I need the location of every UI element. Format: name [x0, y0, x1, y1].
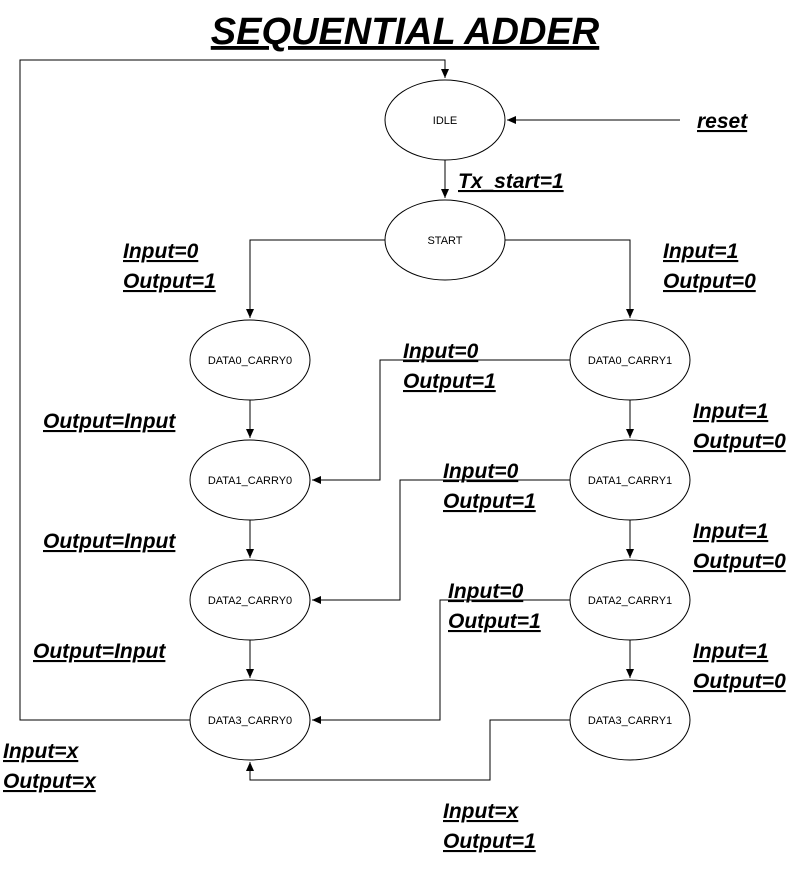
label-d2c1-to-d3c1-output: Output=0 — [693, 670, 786, 693]
state-idle: IDLE — [384, 79, 506, 161]
label-tx-start: Tx_start=1 — [458, 170, 564, 193]
state-data1-carry1: DATA1_CARRY1 — [569, 439, 691, 521]
state-start: START — [384, 199, 506, 281]
label-d1c1-to-d2c0-input: Input=0 — [443, 460, 519, 483]
label-d3c0-to-idle-output: Output=x — [3, 770, 97, 793]
state-data2-carry1: DATA2_CARRY1 — [569, 559, 691, 641]
label-d1c1-to-d2c1-output: Output=0 — [693, 550, 786, 573]
diagram-title: SEQUENTIAL ADDER — [211, 11, 600, 53]
transition-labels: reset Tx_start=1 Input=0 Output=1 Input=… — [3, 110, 786, 853]
state-start-label: START — [427, 235, 462, 247]
label-d1c1-to-d2c0-output: Output=1 — [443, 490, 536, 513]
state-data3-carry1-label: DATA3_CARRY1 — [588, 715, 672, 727]
label-d1c1-to-d2c1-input: Input=1 — [693, 520, 768, 543]
state-data2-carry1-label: DATA2_CARRY1 — [588, 595, 672, 607]
label-d0c1-to-d1c1-input: Input=1 — [693, 400, 768, 423]
state-data2-carry0: DATA2_CARRY0 — [189, 559, 311, 641]
label-d2c1-to-d3c0-output: Output=1 — [448, 610, 541, 633]
label-d0c1-to-d1c0-input: Input=0 — [403, 340, 479, 363]
label-d3c1-to-d3c0-input: Input=x — [443, 800, 520, 823]
edge-d0c1-to-d1c0 — [312, 359, 570, 484]
state-data1-carry0: DATA1_CARRY0 — [189, 439, 311, 521]
edge-start-to-d0c1 — [505, 239, 634, 318]
label-d3c1-to-d3c0-output: Output=1 — [443, 830, 536, 853]
edge-d2c1-to-d3c0 — [312, 599, 570, 724]
label-d2c1-to-d3c0-input: Input=0 — [448, 580, 524, 603]
label-start-to-c0-input: Input=0 — [123, 240, 199, 263]
state-idle-label: IDLE — [433, 115, 457, 127]
state-data3-carry0-label: DATA3_CARRY0 — [208, 715, 292, 727]
label-d1c0-to-d2c0: Output=Input — [43, 530, 176, 553]
state-data3-carry1: DATA3_CARRY1 — [569, 679, 691, 761]
state-data2-carry0-label: DATA2_CARRY0 — [208, 595, 292, 607]
state-data0-carry1: DATA0_CARRY1 — [569, 319, 691, 401]
transitions — [19, 59, 680, 781]
state-data1-carry1-label: DATA1_CARRY1 — [588, 475, 672, 487]
state-data0-carry0-label: DATA0_CARRY0 — [208, 355, 292, 367]
state-data0-carry0: DATA0_CARRY0 — [189, 319, 311, 401]
label-d2c0-to-d3c0: Output=Input — [33, 640, 166, 663]
state-data3-carry0: DATA3_CARRY0 — [189, 679, 311, 761]
edge-d3c0-to-idle — [19, 59, 449, 721]
edge-start-to-d0c0 — [246, 239, 385, 318]
label-d0c1-to-d1c0-output: Output=1 — [403, 370, 496, 393]
label-d0c0-to-d1c0: Output=Input — [43, 410, 176, 433]
state-data0-carry1-label: DATA0_CARRY1 — [588, 355, 672, 367]
label-reset: reset — [697, 110, 748, 133]
label-d0c1-to-d1c1-output: Output=0 — [693, 430, 786, 453]
label-d2c1-to-d3c1-input: Input=1 — [693, 640, 768, 663]
label-start-to-c1-input: Input=1 — [663, 240, 738, 263]
edge-d3c1-to-d3c0 — [246, 719, 570, 781]
state-data1-carry0-label: DATA1_CARRY0 — [208, 475, 292, 487]
label-start-to-c0-output: Output=1 — [123, 270, 216, 293]
edge-d1c1-to-d2c0 — [312, 479, 570, 604]
label-d3c0-to-idle-input: Input=x — [3, 740, 80, 763]
label-start-to-c1-output: Output=0 — [663, 270, 756, 293]
